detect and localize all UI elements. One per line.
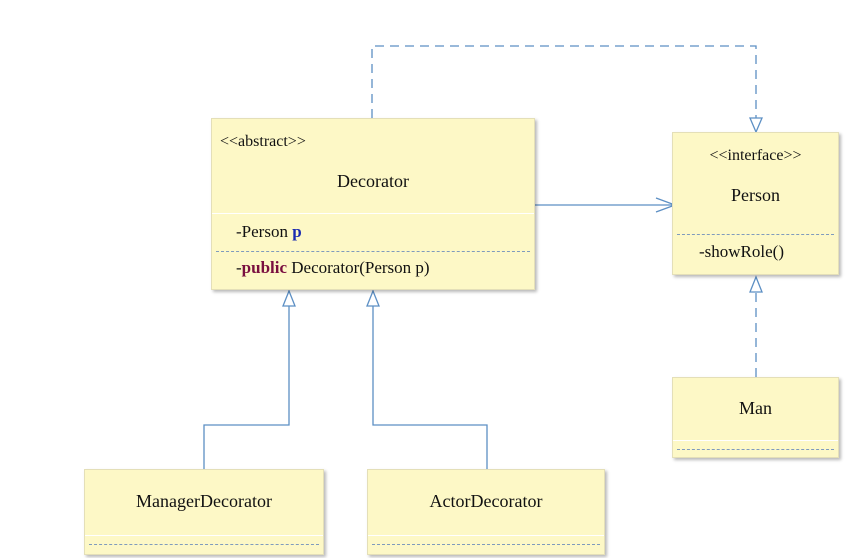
decorator-attribute-name: p [292,222,302,241]
decorator-attribute-type: -Person [236,222,288,241]
person-attribute-divider [677,234,834,235]
actor-decorator-path [372,306,488,470]
decorator-constructor-signature: Decorator(Person p) [291,258,430,277]
decorator-attribute: -Person p [236,222,302,242]
decorator-class-box[interactable]: <<abstract>> Decorator -Person p -public… [211,118,535,290]
decorator-class-name: Decorator [337,171,409,191]
decorator-name-divider [212,213,534,214]
manager-decorator-class-name: ManagerDecorator [136,491,272,511]
actor-decorator-attribute-divider [372,544,600,545]
actor-decorator-hollow-arrowhead [366,289,380,307]
decorator-stereotype: <<abstract>> [220,133,306,150]
actor-decorator-name-divider [368,535,604,536]
actor-decorator-class-name: ActorDecorator [429,491,543,511]
man-realizes-person-connector [749,275,763,377]
actor-decorator-extends-decorator-connector [366,289,488,470]
decorator-person-hollow-arrowhead [749,117,763,134]
man-attribute-divider [677,449,834,450]
manager-decorator-name-divider [85,535,323,536]
actor-decorator-class-box[interactable]: ActorDecorator [367,469,605,555]
manager-decorator-extends-decorator-connector [203,289,296,470]
manager-decorator-class-box[interactable]: ManagerDecorator [84,469,324,555]
man-person-hollow-arrowhead [749,275,763,293]
person-operation: -showRole() [699,242,784,261]
decorator-constructor: -public Decorator(Person p) [236,258,430,278]
person-stereotype: <<interface>> [709,147,802,164]
decorator-attribute-divider [216,251,530,252]
person-interface-name: Person [731,185,780,205]
decorator-person-association-connector [534,197,677,213]
decorator-realizes-person-connector [371,45,763,134]
decorator-constructor-visibility: - [236,258,242,277]
man-class-name: Man [739,398,772,418]
decorator-constructor-keyword: public [241,258,288,277]
decorator-person-dashed-path [371,45,757,118]
man-name-divider [673,440,838,441]
manager-decorator-hollow-arrowhead [282,289,296,307]
manager-decorator-path [203,306,290,470]
person-interface-box[interactable]: <<interface>> Person -showRole() [672,132,839,275]
manager-decorator-attribute-divider [89,544,319,545]
man-class-box[interactable]: Man [672,377,839,458]
